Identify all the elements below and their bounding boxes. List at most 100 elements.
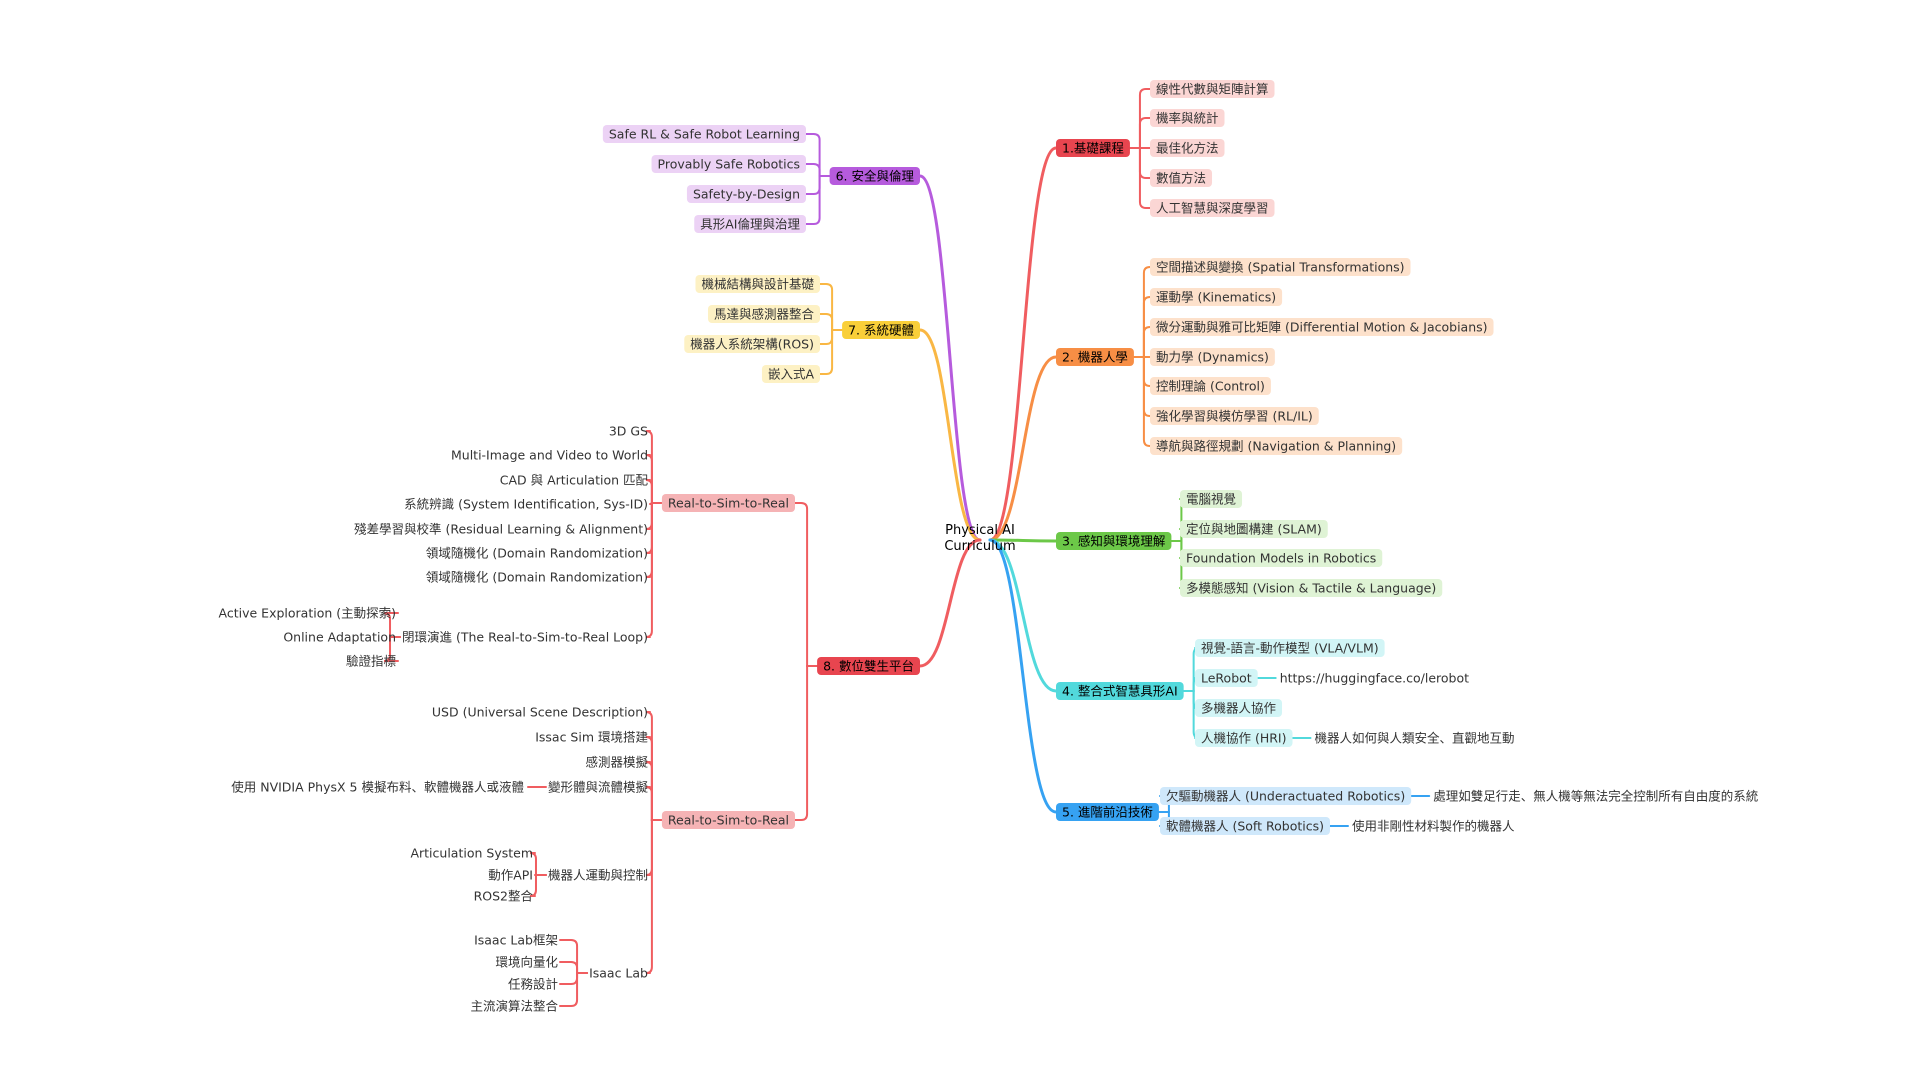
branch-5-note[interactable]: 使用非剛性材料製作的機器人 [1352,819,1515,834]
node-pill [1180,549,1383,567]
branch-8-motion-child[interactable]: 動作API [488,868,533,883]
branch-7-child[interactable]: 馬達與感測器整合 [707,305,820,323]
branch-5-note[interactable]: 處理如雙足行走、無人機等無法完全控制所有自由度的系統 [1433,789,1758,804]
branch-8-motion[interactable]: 機器人運動與控制 [548,868,648,883]
node-pill [694,215,806,233]
branch-8-sub-1-child-label: 領域隨機化 (Domain Randomization) [426,546,648,561]
branch-8-sub-1-label: Real-to-Sim-to-Real [668,496,789,511]
child-connector [645,454,663,504]
branch-2-child[interactable]: 導航與路徑規劃 (Navigation & Planning) [1150,437,1403,455]
branch-8-sub-1-child[interactable]: Multi-Image and Video to World [451,448,648,463]
branch-2-main[interactable]: 2. 機器人學 [1056,348,1134,366]
child-connector [645,479,663,504]
branch-3-child[interactable]: 定位與地圖構建 (SLAM) [1180,520,1328,538]
branch-8-sub-1-child[interactable]: 殘差學習與校準 (Residual Learning & Alignment) [354,522,648,537]
branch-8-sub-2[interactable]: Real-to-Sim-to-Real [661,811,795,829]
branch-1-child[interactable]: 數值方法 [1150,169,1213,187]
branch-2-child[interactable]: 動力學 (Dynamics) [1150,348,1275,366]
branch-8-sub-1-child[interactable]: 領域隨機化 (Domain Randomization) [426,546,648,561]
node-pill [829,167,920,185]
node-pill [1150,318,1494,336]
branch-4-note[interactable]: 機器人如何與人類安全、直觀地互動 [1315,731,1515,746]
branch-2-child[interactable]: 控制理論 (Control) [1150,377,1271,395]
branch-8-deform-note[interactable]: 使用 NVIDIA PhysX 5 模擬布料、軟體機器人或液體 [231,780,524,795]
branch-4-child[interactable]: 視覺-語言-動作模型 (VLA/VLM) [1195,639,1385,657]
child-connector [1128,147,1151,209]
branch-3-main[interactable]: 3. 感知與環境理解 [1056,532,1172,550]
branch-8-lab-child[interactable]: 任務設計 [508,977,558,992]
node-pill [686,185,806,203]
branch-4-note-label: 機器人如何與人類安全、直觀地互動 [1315,731,1515,746]
branch-3-child-label: Foundation Models in Robotics [1186,551,1376,566]
branch-8-motion-child[interactable]: ROS2整合 [474,889,534,904]
branch-8-sub-1[interactable]: Real-to-Sim-to-Real [661,494,795,512]
branch-1-child[interactable]: 線性代數與矩陣計算 [1150,80,1275,98]
branch-8-sub-2-child[interactable]: USD (Universal Scene Description) [432,705,648,720]
branch-connector [918,538,982,668]
branch-8-loop-label: 閉環演進 (The Real-to-Sim-to-Real Loop) [402,630,648,645]
child-connector [559,939,589,974]
branch-8-sub-1-child[interactable]: CAD 與 Articulation 匹配 [500,473,649,488]
branch-8-loop-child[interactable]: Active Exploration (主動探索) [219,606,396,621]
branch-7-child[interactable]: 機器人系統架構(ROS) [684,335,820,353]
branch-4-child[interactable]: LeRobot [1195,669,1258,687]
branch-1-main[interactable]: 1.基礎課程 [1056,139,1130,157]
branch-8-motion-child[interactable]: Articulation System [410,846,533,861]
branch-4-child[interactable]: 人機協作 (HRI) [1195,729,1293,747]
branch-5-child[interactable]: 軟體機器人 (Soft Robotics) [1160,817,1330,835]
branch-1-child[interactable]: 最佳化方法 [1150,139,1225,157]
child-connector [1132,296,1151,358]
node-pill [1150,80,1275,98]
branch-8-lab-child-label: Isaac Lab框架 [474,933,558,948]
branch-7-child[interactable]: 機械結構與設計基礎 [695,275,820,293]
branch-6-main[interactable]: 6. 安全與倫理 [829,167,920,185]
node-pill [1150,348,1275,366]
branch-6-child[interactable]: 具形AI倫理與治理 [694,215,806,233]
branch-8-main[interactable]: 8. 數位雙生平台 [817,657,920,675]
branch-2-child[interactable]: 運動學 (Kinematics) [1150,288,1283,306]
node-pill [651,155,806,173]
branch-4-child[interactable]: 多機器人協作 [1195,699,1283,717]
child-connector [645,761,663,821]
branch-8-lab[interactable]: Isaac Lab [589,966,648,981]
branch-2-child[interactable]: 強化學習與模仿學習 (RL/IL) [1150,407,1319,425]
branch-8-lab-child[interactable]: 環境向量化 [495,955,558,970]
branch-8-sub-2-child[interactable]: 感測器模擬 [585,755,648,770]
branch-1-child[interactable]: 人工智慧與深度學習 [1150,199,1275,217]
branch-3-child[interactable]: 多模態感知 (Vision & Tactile & Language) [1180,579,1443,597]
branch-6-child[interactable]: Provably Safe Robotics [651,155,806,173]
branch-2-child[interactable]: 微分運動與雅可比矩陣 (Differential Motion & Jacobi… [1150,318,1494,336]
branch-4-main-label: 4. 整合式智慧具形AI [1062,684,1178,699]
branch-8-sub-2-child[interactable]: Issac Sim 環境搭建 [535,730,648,745]
node-pill [1195,669,1258,687]
branch-1-child[interactable]: 機率與統計 [1150,109,1225,127]
branch-7-child[interactable]: 嵌入式A [761,365,820,383]
branch-5-main[interactable]: 5. 進階前沿技術 [1056,803,1159,821]
node-pill [602,125,806,143]
branch-8-loop-child[interactable]: Online Adaptation [283,630,396,645]
branch-8-deform[interactable]: 變形體與流體模擬 [548,780,649,795]
branch-2-child[interactable]: 空間描述與變換 (Spatial Transformations) [1150,258,1411,276]
branch-1-child-label: 機率與統計 [1156,111,1219,126]
branch-6-child[interactable]: Safe RL & Safe Robot Learning [602,125,806,143]
branch-8-sub-1-child[interactable]: 系統辨識 (System Identification, Sys-ID) [404,497,648,512]
branch-5-note-label: 使用非剛性材料製作的機器人 [1352,819,1515,834]
branch-8-loop[interactable]: 閉環演進 (The Real-to-Sim-to-Real Loop) [402,630,648,645]
branch-8-lab-child[interactable]: Isaac Lab框架 [474,933,558,948]
branch-4-note[interactable]: https://huggingface.co/lerobot [1280,671,1469,686]
node-pill [1195,729,1293,747]
branch-8-lab-child[interactable]: 主流演算法整合 [470,999,558,1014]
branch-7-main[interactable]: 7. 系統硬體 [842,321,920,339]
branch-4-note-label: https://huggingface.co/lerobot [1280,671,1469,686]
branch-8-sub-1-child-label: CAD 與 Articulation 匹配 [500,473,649,488]
branch-8-sub-1-child[interactable]: 3D GS [609,424,648,439]
branch-8-sub-1-child[interactable]: 領域隨機化 (Domain Randomization) [426,570,648,585]
branch-6-child[interactable]: Safety-by-Design [686,185,806,203]
branch-3-child[interactable]: 電腦視覺 [1180,490,1243,508]
branch-4-main[interactable]: 4. 整合式智慧具形AI [1056,682,1184,700]
branch-3-child[interactable]: Foundation Models in Robotics [1180,549,1383,567]
branch-5-child[interactable]: 欠驅動機器人 (Underactuated Robotics) [1160,787,1412,805]
branch-8-loop-child[interactable]: 驗證指標 [346,654,397,669]
branch-2-child-label: 運動學 (Kinematics) [1156,290,1276,305]
